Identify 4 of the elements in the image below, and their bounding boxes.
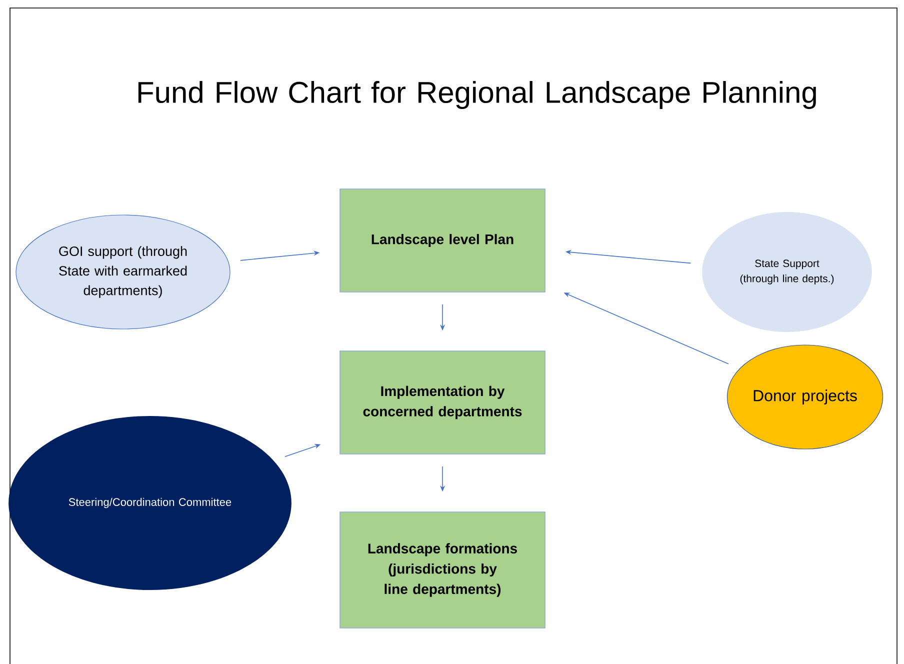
title: Fund Flow Chart for Regional Landscape Planning bbox=[138, 81, 816, 109]
process-box: Implementation by concerned departments bbox=[340, 350, 546, 454]
process-box: Landscape formations (jurisdictions by line departments) bbox=[340, 512, 546, 628]
process-box: Landscape level Plan bbox=[340, 188, 546, 292]
